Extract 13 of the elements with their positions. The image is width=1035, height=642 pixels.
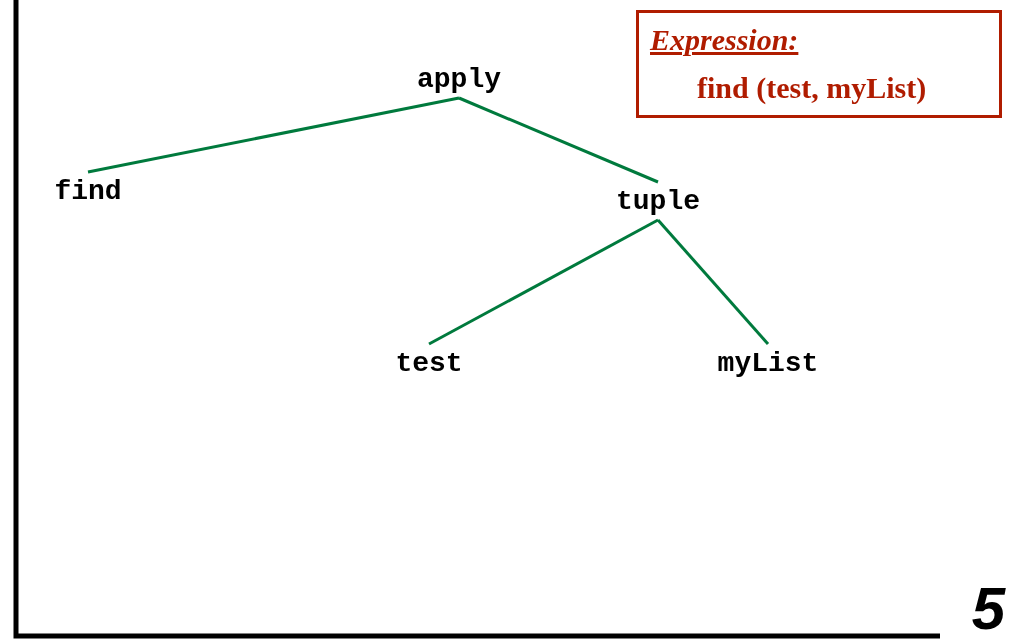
slide-number: 5: [971, 577, 1005, 640]
tree-node-label: apply: [417, 63, 501, 95]
tree-branch-line: [458, 96, 659, 184]
tree-branch-line: [87, 96, 460, 174]
tree-node-label: myList: [717, 347, 819, 379]
tree-branch-line: [428, 218, 659, 346]
tree-node-label: tuple: [616, 185, 700, 217]
expression-text: find (test, myList): [697, 73, 927, 103]
expression-box: [636, 10, 1002, 118]
tree-branch-line: [656, 219, 770, 345]
box-heading: Expression:: [650, 25, 799, 55]
tree-node-label: test: [395, 347, 463, 379]
tree-node-label: find: [54, 175, 122, 207]
